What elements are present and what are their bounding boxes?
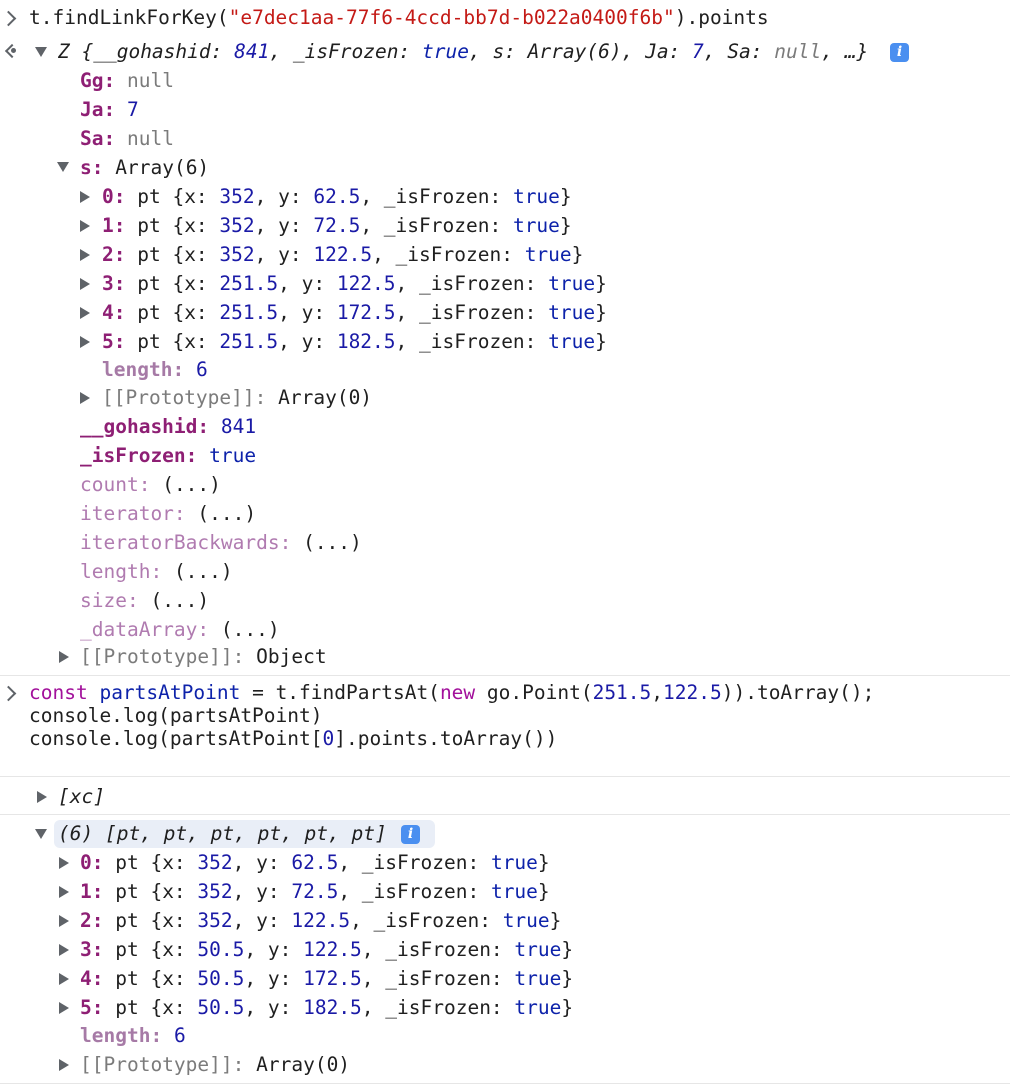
key-string: "e7dec1aa-77f6-4ccd-bb7d-b022a0400f6b": [228, 6, 675, 29]
prop-s-array[interactable]: s: Array(6): [80, 156, 210, 179]
expand-toggle-icon[interactable]: [59, 651, 69, 663]
console-input-line[interactable]: const partsAtPoint = t.findPartsAt(new g…: [29, 681, 875, 704]
expand-toggle-icon[interactable]: [59, 1059, 69, 1071]
object-point-row[interactable]: 3: pt {x: 251.5, y: 122.5, _isFrozen: tr…: [102, 272, 607, 295]
object-summary[interactable]: Z {__gohashid: 841, _isFrozen: true, s: …: [58, 40, 868, 64]
expand-toggle-icon[interactable]: [80, 278, 90, 290]
prop-sa: Sa: null: [80, 127, 174, 150]
summary-items: __gohashid: 841, _isFrozen: true, s: Arr…: [93, 40, 822, 63]
console-input-line-2[interactable]: console.log(partsAtPoint): [29, 704, 323, 727]
prompt-chevron-icon: [0, 685, 17, 702]
object-point-row[interactable]: 5: pt {x: 251.5, y: 182.5, _isFrozen: tr…: [102, 330, 607, 353]
expand-toggle-icon[interactable]: [37, 791, 47, 803]
selected-row-highlight: [54, 820, 435, 848]
array-prototype-2[interactable]: [[Prototype]]: Array(0): [80, 1053, 351, 1076]
array-prototype[interactable]: [[Prototype]]: Array(0): [102, 386, 373, 409]
expand-toggle-icon[interactable]: [35, 829, 47, 839]
console-input-line[interactable]: t.findLinkForKey("e7dec1aa-77f6-4ccd-bb7…: [29, 6, 769, 30]
prop-ja: Ja: 7: [80, 98, 139, 121]
expand-toggle-icon[interactable]: [59, 1002, 69, 1014]
getter-dataarray[interactable]: _dataArray: (...): [80, 618, 280, 641]
prop-gohashid: __gohashid: 841: [80, 415, 257, 438]
summary-tail: , …}: [821, 40, 869, 63]
getter-size[interactable]: size: (...): [80, 589, 210, 612]
expand-toggle-icon[interactable]: [80, 307, 90, 319]
log-point-row[interactable]: 4: pt {x: 50.5, y: 172.5, _isFrozen: tru…: [80, 967, 574, 990]
separator: [0, 814, 1010, 815]
object-point-row[interactable]: 0: pt {x: 352, y: 62.5, _isFrozen: true}: [102, 185, 572, 208]
log-point-row[interactable]: 0: pt {x: 352, y: 62.5, _isFrozen: true}: [80, 851, 550, 874]
getter-length[interactable]: length: (...): [80, 560, 233, 583]
summary-open: Z {: [58, 40, 94, 63]
info-icon[interactable]: i: [401, 825, 420, 844]
getter-iteratorbackwards[interactable]: iteratorBackwards: (...): [80, 531, 362, 554]
expand-toggle-icon[interactable]: [57, 162, 69, 172]
object-point-row[interactable]: 1: pt {x: 352, y: 72.5, _isFrozen: true}: [102, 214, 572, 237]
getter-iterator[interactable]: iterator: (...): [80, 502, 257, 525]
separator: [0, 776, 1010, 777]
log-output-array-summary[interactable]: (6) [pt, pt, pt, pt, pt, pt]: [58, 822, 387, 845]
prop-isfrozen: _isFrozen: true: [80, 444, 257, 467]
expand-toggle-icon[interactable]: [80, 191, 90, 203]
command-text-suffix: ).points: [674, 6, 769, 29]
expand-toggle-icon[interactable]: [35, 47, 47, 57]
object-prototype[interactable]: [[Prototype]]: Object: [80, 645, 327, 668]
return-dot-icon: [11, 48, 16, 53]
expand-toggle-icon[interactable]: [80, 249, 90, 261]
expand-toggle-icon[interactable]: [59, 857, 69, 869]
info-icon[interactable]: i: [890, 43, 909, 62]
object-point-row[interactable]: 4: pt {x: 251.5, y: 172.5, _isFrozen: tr…: [102, 301, 607, 324]
array-length: length: 6: [102, 358, 208, 381]
log-point-row[interactable]: 1: pt {x: 352, y: 72.5, _isFrozen: true}: [80, 880, 550, 903]
getter-count[interactable]: count: (...): [80, 473, 221, 496]
expand-toggle-icon[interactable]: [59, 915, 69, 927]
expand-toggle-icon[interactable]: [80, 336, 90, 348]
log-point-row[interactable]: 3: pt {x: 50.5, y: 122.5, _isFrozen: tru…: [80, 938, 574, 961]
expand-toggle-icon[interactable]: [59, 886, 69, 898]
console-input-line-3[interactable]: console.log(partsAtPoint[0].points.toArr…: [29, 727, 558, 750]
log-point-row[interactable]: 2: pt {x: 352, y: 122.5, _isFrozen: true…: [80, 909, 562, 932]
log-output-xc[interactable]: [xc]: [58, 785, 105, 808]
expand-toggle-icon[interactable]: [80, 220, 90, 232]
expand-toggle-icon[interactable]: [59, 973, 69, 985]
expand-toggle-icon[interactable]: [59, 944, 69, 956]
log-point-row[interactable]: 5: pt {x: 50.5, y: 182.5, _isFrozen: tru…: [80, 996, 574, 1019]
array-length-2: length: 6: [80, 1024, 186, 1047]
object-point-row[interactable]: 2: pt {x: 352, y: 122.5, _isFrozen: true…: [102, 243, 584, 266]
command-text: t.findLinkForKey(: [29, 6, 229, 29]
separator: [0, 1083, 1010, 1084]
prop-gg: Gg: null: [80, 69, 174, 92]
prompt-chevron-icon: [0, 10, 17, 27]
separator: [0, 675, 1010, 676]
expand-toggle-icon[interactable]: [80, 392, 90, 404]
